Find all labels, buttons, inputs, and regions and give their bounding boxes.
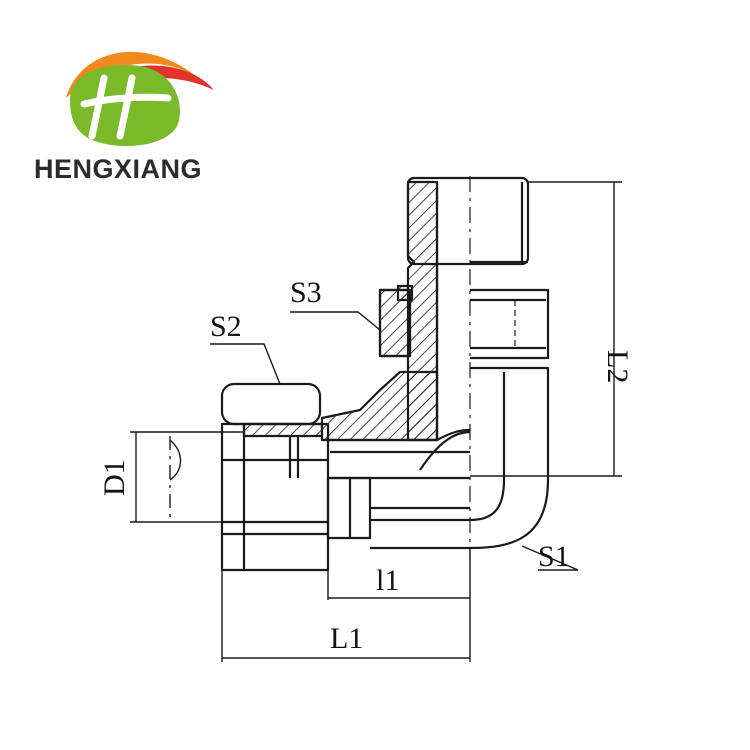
label-s1: S1 [538,540,570,573]
dimension-lines [130,181,622,662]
label-s2: S2 [210,310,242,343]
brand-logo [66,51,214,147]
elbow-hatched-body [320,370,439,442]
label-l1: L1 [330,622,363,655]
label-d1: D1 [98,459,131,496]
logo-orange-swoosh [66,51,210,98]
label-l2: L2 [601,350,634,383]
label-l1-small: l1 [376,564,399,597]
label-s3: S3 [290,276,322,309]
logo-h-mark [80,74,172,140]
top-stud-body [406,176,530,266]
swivel-nut-s2 [220,382,322,426]
fitting-body [220,176,550,572]
brand-name: HENGXIANG [34,154,203,184]
